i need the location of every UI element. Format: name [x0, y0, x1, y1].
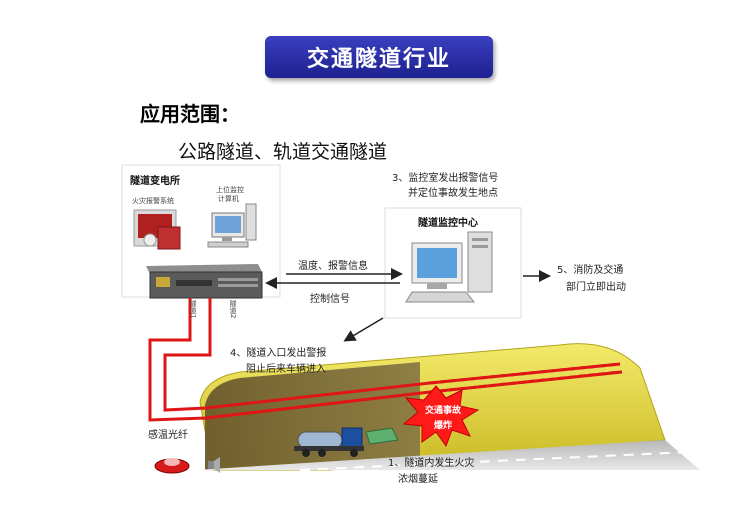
temperature-fiber — [148, 298, 623, 422]
upper-pc-label-2: 计算机 — [218, 195, 239, 203]
port-1-label: 隧道1 — [189, 300, 197, 319]
port-2-label: 隧道2 — [229, 300, 237, 319]
control-signal-label: 控制信号 — [310, 294, 350, 305]
control-center-title: 隧道监控中心 — [418, 218, 478, 229]
fire-alarm-label: 火灾报警系统 — [132, 197, 174, 205]
application-scope: 公路隧道、轨道交通隧道 — [178, 141, 388, 163]
step-5-line-2: 部门立即出动 — [566, 282, 626, 293]
title-banner: 交通隧道行业 — [265, 36, 493, 78]
step-5-line-1: 5、消防及交通 — [557, 265, 624, 276]
step-4-line-2: 阻止后来车辆进入 — [246, 364, 326, 375]
red-car-icon — [154, 458, 190, 474]
step-1-line-1: 1、隧道内发生火灾 — [388, 458, 475, 469]
accident-label-1: 交通事故 — [425, 406, 462, 416]
tanker-truck-icon — [294, 427, 364, 457]
step-3-line-1: 3、监控室发出报警信号 — [392, 173, 499, 184]
step-4-line-1: 4、隧道入口发出警报 — [230, 348, 327, 359]
fire-alarm-panel-icon — [133, 209, 181, 250]
explosion-icon — [402, 385, 480, 448]
section-heading: 应用范围： — [140, 102, 240, 126]
crashed-car-icon — [365, 427, 399, 445]
control-center-pc-icon — [405, 231, 493, 303]
upper-pc-label-1: 上位监控 — [216, 186, 244, 194]
page-title: 交通隧道行业 — [306, 47, 451, 72]
step-1-line-2: 浓烟蔓延 — [398, 474, 438, 485]
temp-alarm-label: 温度、报警信息 — [298, 261, 368, 272]
dts-host-device — [146, 264, 263, 299]
fiber-label: 感温光纤 — [148, 430, 188, 441]
entrance-alarm-icon — [208, 457, 220, 473]
substation-title: 隧道变电所 — [130, 176, 180, 187]
upper-pc-icon — [207, 203, 257, 248]
step-3-line-2: 并定位事故发生地点 — [408, 188, 498, 199]
entrance-alarm-arrow — [343, 317, 384, 342]
accident-label-2: 爆炸 — [434, 421, 453, 431]
